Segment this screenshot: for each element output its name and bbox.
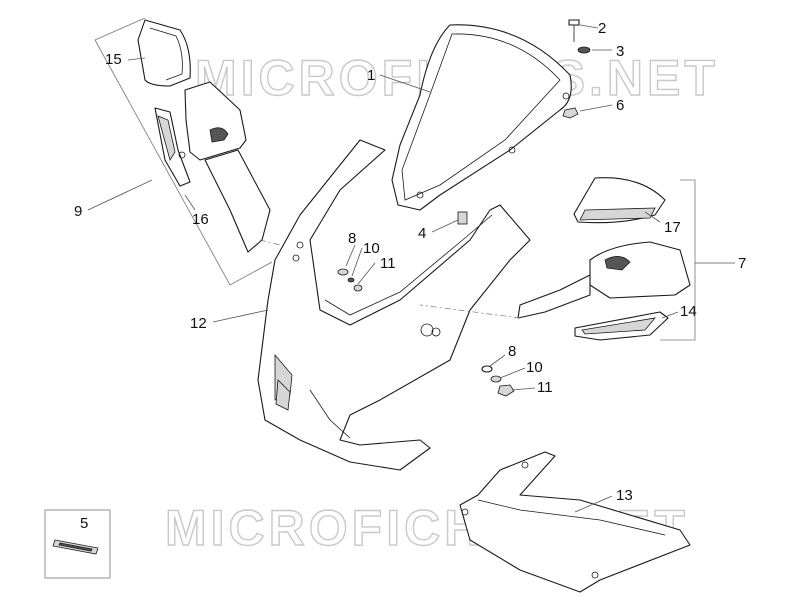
upper-hardware-parts[interactable] bbox=[337, 268, 363, 292]
callout-6: 6 bbox=[616, 97, 624, 114]
callout-11-lower: 11 bbox=[537, 379, 553, 396]
lower-hardware-parts[interactable] bbox=[481, 365, 515, 397]
callout-7: 7 bbox=[738, 255, 746, 272]
light-strip-part[interactable] bbox=[574, 311, 669, 341]
mirror-glass-part[interactable] bbox=[137, 19, 191, 87]
callout-2: 2 bbox=[598, 20, 606, 37]
callout-14: 14 bbox=[680, 303, 697, 320]
nut-part[interactable] bbox=[562, 107, 579, 119]
callout-labels: 1 2 3 4 5 6 7 8 8 9 10 10 11 11 12 13 14… bbox=[74, 20, 746, 532]
callout-10-lower: 10 bbox=[526, 359, 543, 376]
callout-13: 13 bbox=[616, 487, 633, 504]
spring-nut-part[interactable] bbox=[457, 211, 468, 225]
callout-5: 5 bbox=[80, 515, 88, 532]
callout-4: 4 bbox=[418, 225, 426, 242]
callout-11-upper: 11 bbox=[380, 255, 396, 272]
callout-8-lower: 8 bbox=[508, 343, 516, 360]
front-fairing-part[interactable] bbox=[257, 139, 531, 471]
tape-strip-part[interactable] bbox=[44, 509, 111, 579]
callout-12: 12 bbox=[190, 315, 207, 332]
light-group-bracket bbox=[660, 179, 696, 341]
callout-17: 17 bbox=[664, 219, 681, 236]
washer-part[interactable] bbox=[577, 46, 591, 54]
callout-9: 9 bbox=[74, 203, 82, 220]
windscreen-part[interactable] bbox=[391, 24, 572, 211]
belly-pan-part[interactable] bbox=[459, 451, 691, 593]
light-lens-part[interactable] bbox=[573, 177, 666, 224]
leader-lines bbox=[87, 24, 735, 513]
mirror-housing-part[interactable] bbox=[184, 81, 301, 253]
callout-8-upper: 8 bbox=[348, 230, 356, 247]
callout-1: 1 bbox=[367, 67, 375, 84]
light-housing-part[interactable] bbox=[419, 241, 691, 319]
mirror-group-bracket bbox=[94, 17, 273, 286]
callout-3: 3 bbox=[616, 43, 624, 60]
callout-16: 16 bbox=[192, 211, 209, 228]
screw-part[interactable] bbox=[568, 19, 580, 42]
callout-15: 15 bbox=[105, 51, 122, 68]
callout-10-upper: 10 bbox=[363, 240, 380, 257]
mirror-mount-part[interactable] bbox=[154, 107, 191, 187]
